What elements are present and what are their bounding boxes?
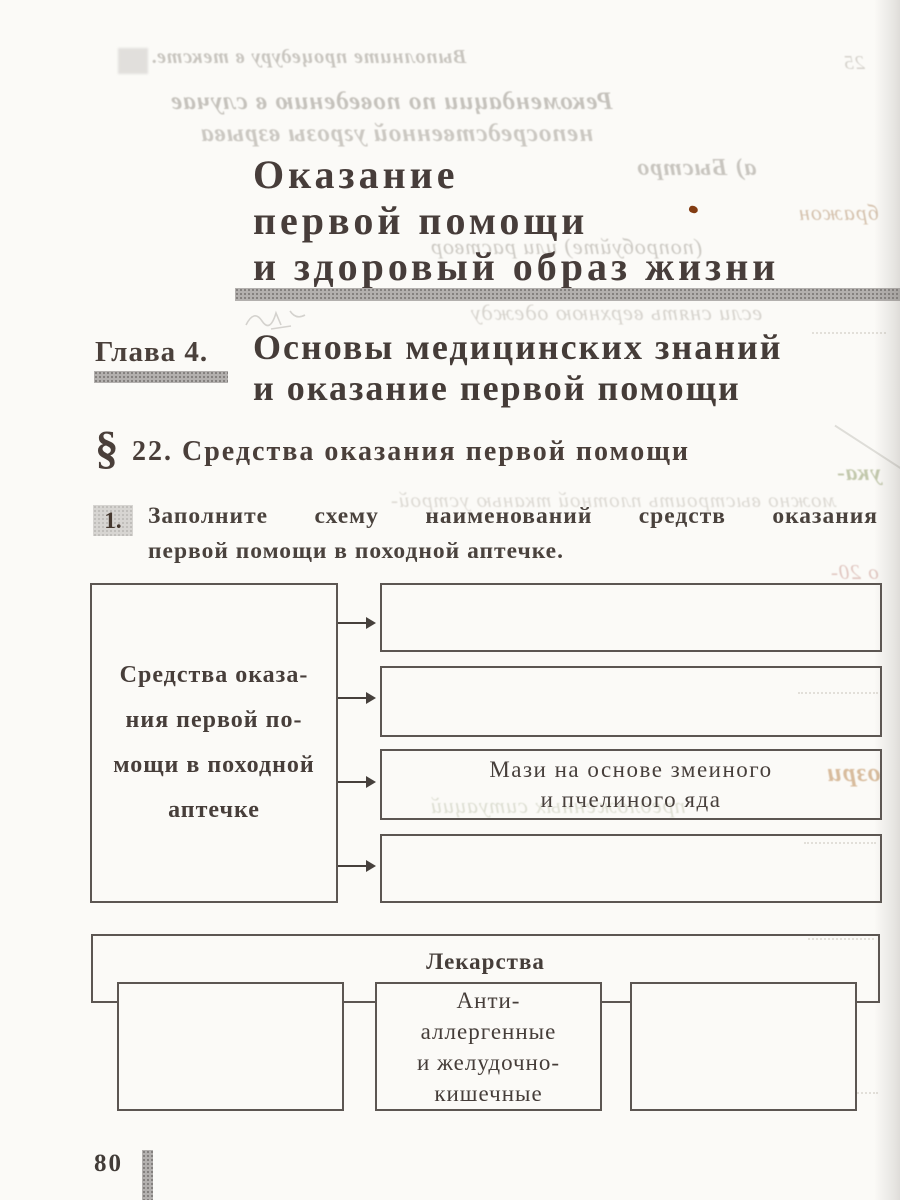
task-number: 1. (104, 507, 122, 533)
bleedthrough-text: если снять верхнюю одежду (470, 300, 763, 325)
arrow-right-icon (338, 617, 376, 629)
scheme-source-line: мощи в походной (113, 752, 315, 778)
page-edge-shadow (874, 0, 900, 1200)
halftone-rule (94, 371, 228, 383)
book-part-title: Оказание первой помощи и здоровый образ … (253, 152, 779, 290)
scheme-target-box: Мази на основе змеиного и пчелиного яда (380, 749, 882, 820)
task-text: Заполните схему наименований средств ока… (148, 499, 878, 569)
medicines-parent-label: Лекарства (426, 949, 545, 974)
arrow-right-icon (338, 776, 376, 788)
arrow-right-icon (338, 692, 376, 704)
task-text-line: Заполните схему наименований средств ока… (148, 503, 878, 529)
bleedthrough-text: непосредственной угрозы взрыва (200, 120, 594, 147)
chapter-title: Основы медицинских знаний и оказание пер… (253, 327, 782, 409)
medicines-child-line: Анти- (456, 987, 521, 1013)
bleedthrough-text: 25 (843, 52, 865, 74)
page-number: 80 (94, 1150, 123, 1177)
bleedthrough-text: Выполните процедуру в тексте. (150, 46, 467, 68)
binding-mark (142, 1150, 153, 1200)
book-part-title-line: Оказание (253, 152, 459, 197)
bleedthrough-text: Рекомендации по поведению в случае (170, 88, 613, 115)
medicines-child-box-empty (630, 982, 857, 1111)
scheme-source-line: аптечке (168, 797, 260, 823)
medicines-child-box-empty (117, 982, 344, 1111)
section-paragraph-mark: § (95, 422, 119, 474)
scheme-target-box-empty (380, 834, 882, 903)
scheme-target-line: и пчелиного яда (540, 786, 722, 812)
bleedthrough-dotted-line (808, 938, 874, 940)
chapter-label: Глава 4. (95, 336, 209, 368)
scheme-target-box-empty (380, 666, 882, 737)
medicines-child-line: и желудочно- (416, 1049, 561, 1075)
task-number-badge: 1. (93, 505, 133, 536)
scheme-target-line: Мази на основе змеиного (489, 756, 773, 782)
section-heading: 22. Средства оказания первой помощи (132, 436, 690, 467)
medicines-child-box: Анти- аллергенные и желудочно- кишечные (375, 982, 602, 1111)
book-part-title-line: первой помощи (253, 198, 589, 243)
chapter-title-line: Основы медицинских знаний (253, 327, 783, 367)
medicines-child-line: кишечные (434, 1080, 543, 1106)
scheme-source-box: Средства оказа- ния первой по- мощи в по… (90, 583, 338, 903)
bleedthrough-dotted-line (812, 332, 886, 334)
pencil-scribble (245, 310, 306, 330)
scheme-target-box-empty (380, 583, 882, 652)
halftone-rule (235, 288, 900, 301)
bleedthrough-dotted-line (804, 842, 876, 844)
task-text-line: первой помощи в походной аптечке. (148, 538, 564, 564)
scheme-source-line: Средства оказа- (119, 662, 309, 688)
medicines-child-line: аллергенные (420, 1018, 557, 1044)
book-part-title-line: и здоровый образ жизни (253, 244, 780, 289)
chapter-title-line: и оказание первой помощи (253, 368, 741, 408)
bleedthrough-text: бражон (798, 200, 879, 225)
bleedthrough-badge (118, 48, 148, 74)
arrow-right-icon (338, 860, 376, 872)
bleedthrough-dotted-line (798, 692, 878, 694)
scheme-source-line: ния первой по- (125, 707, 303, 733)
